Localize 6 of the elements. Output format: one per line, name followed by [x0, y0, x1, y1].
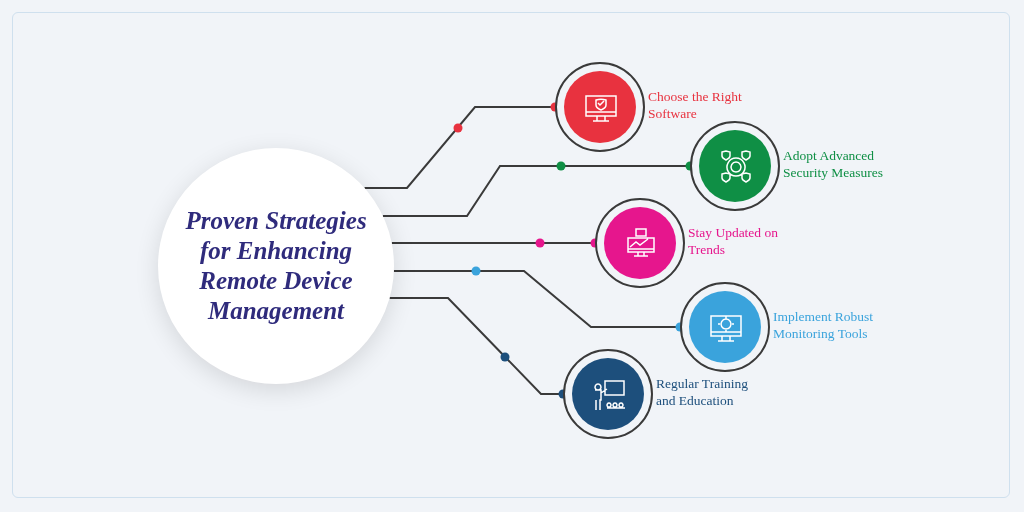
strategy-label: Stay Updated on Trends: [688, 224, 779, 258]
strategy-label: Choose the Right Software: [648, 88, 743, 122]
strategy-label: Regular Training and Education: [656, 375, 749, 409]
strategy-label: Implement Robust Monitoring Tools: [773, 308, 875, 342]
strategy-label: Adopt Advanced Security Measures: [783, 147, 885, 181]
title-text: Proven Strategies for Enhancing Remote Device Management: [184, 206, 368, 326]
